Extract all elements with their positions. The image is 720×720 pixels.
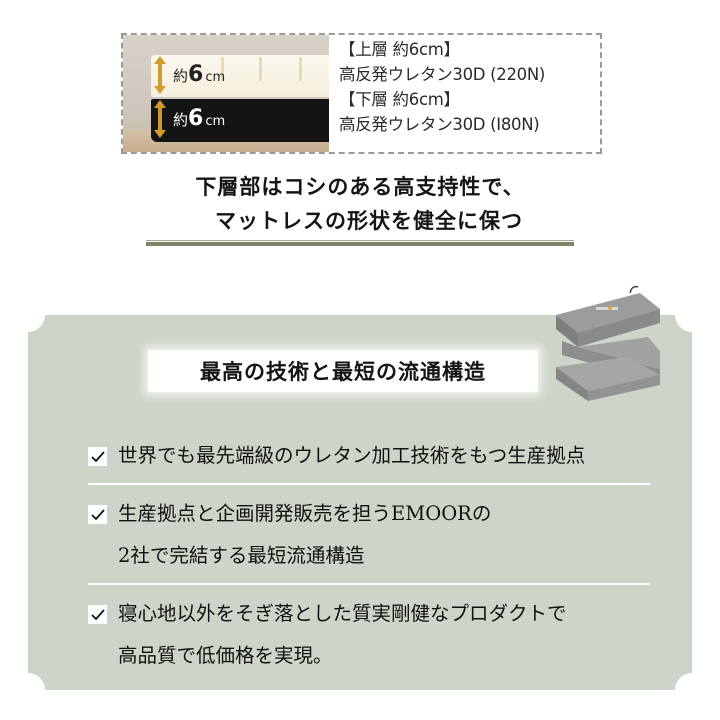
corner-notch	[11, 673, 45, 707]
divider	[88, 583, 650, 585]
headline-rule-thick	[146, 242, 574, 246]
dim-unit: cm	[205, 113, 226, 129]
upper-layer-label: 【上層 約6cm】	[339, 40, 460, 59]
feature-panel: 最高の技術と最短の流通構造 世界でも最先端級のウレタン加工技術をも	[11, 285, 709, 707]
checkmark-icon	[88, 505, 107, 524]
feature-item: 世界でも最先端級のウレタン加工技術をもつ生産拠点	[88, 435, 652, 477]
dim-value: 6	[188, 105, 204, 131]
feature-text: 高品質で低価格を実現。	[118, 644, 333, 667]
upper-layer	[151, 55, 329, 97]
feature-text: 生産拠点と企画開発販売を担うEMOORの	[118, 502, 492, 525]
dim-prefix: 約	[173, 66, 189, 85]
headline: 下層部はコシのある高支持性で、 マットレスの形状を健全に保つ	[146, 170, 574, 238]
headline-rule-thin	[146, 240, 574, 241]
spec-text: 【上層 約6cm】 高反発ウレタン30D (220N) 【下層 約6cm】 高反…	[339, 37, 599, 137]
feature-list: 世界でも最先端級のウレタン加工技術をもつ生産拠点 生産拠点と企画開発販売を担うE…	[88, 435, 652, 677]
divider	[88, 483, 650, 485]
dim-prefix: 約	[173, 110, 189, 129]
section-title: 最高の技術と最短の流通構造	[148, 350, 538, 392]
checkmark-icon	[88, 447, 107, 466]
checkmark-icon	[88, 605, 107, 624]
double-arrow-icon	[153, 99, 167, 138]
dim-unit: cm	[205, 69, 226, 85]
lower-layer-label: 【下層 約6cm】	[339, 90, 460, 109]
folded-mattress-image	[548, 275, 678, 405]
feature-item: 生産拠点と企画開発販売を担うEMOORの 2社で完結する最短流通構造	[88, 493, 652, 577]
feature-text: 寝心地以外をそぎ落とした質実剛健なプロダクトで	[118, 602, 567, 625]
dim-value: 6	[188, 61, 204, 87]
feature-item: 寝心地以外をそぎ落とした質実剛健なプロダクトで 高品質で低価格を実現。	[88, 593, 652, 677]
corner-notch	[675, 298, 709, 332]
double-arrow-icon	[153, 55, 167, 94]
lower-layer-material: 高反発ウレタン30D (I80N)	[339, 115, 540, 134]
headline-line-2: マットレスの形状を健全に保つ	[215, 209, 523, 233]
corner-notch	[11, 298, 45, 332]
feature-text: 世界でも最先端級のウレタン加工技術をもつ生産拠点	[118, 444, 586, 467]
headline-line-1: 下層部はコシのある高支持性で、	[195, 175, 525, 199]
upper-layer-material: 高反発ウレタン30D (220N)	[339, 65, 546, 84]
corner-notch	[675, 673, 709, 707]
lower-layer	[151, 99, 329, 142]
feature-text: 2社で完結する最短流通構造	[118, 544, 365, 567]
